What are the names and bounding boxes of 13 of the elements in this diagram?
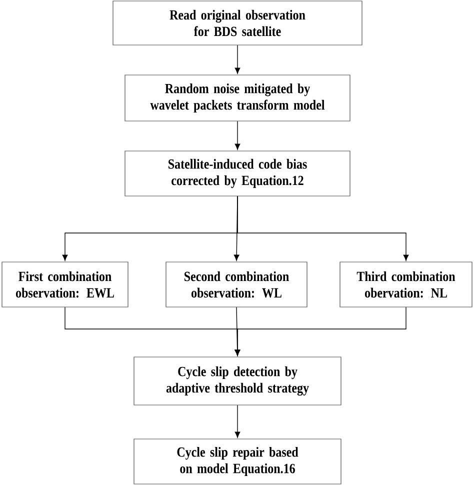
arrow (234, 306, 406, 356)
process-box: Cycle slip repair based on model Equation.16 (134, 438, 342, 484)
arrow (234, 404, 240, 438)
process-box: Second combination observation: WL (166, 262, 308, 308)
process-box: Read original observation for BDS satellite (112, 0, 362, 46)
arrow (234, 44, 240, 74)
process-box: Third combination obervation: NL (340, 262, 472, 308)
process-box: Satellite-induced code bias corrected by Equation.12 (124, 150, 350, 196)
arrow (237, 196, 409, 261)
process-box: Random noise mitigated by wavelet packets transform model (124, 74, 350, 122)
arrow (234, 120, 240, 150)
process-box: First combination observation: EWL (2, 262, 128, 308)
process-box: Cycle slip detection by adaptive threshold strategy (134, 356, 342, 406)
